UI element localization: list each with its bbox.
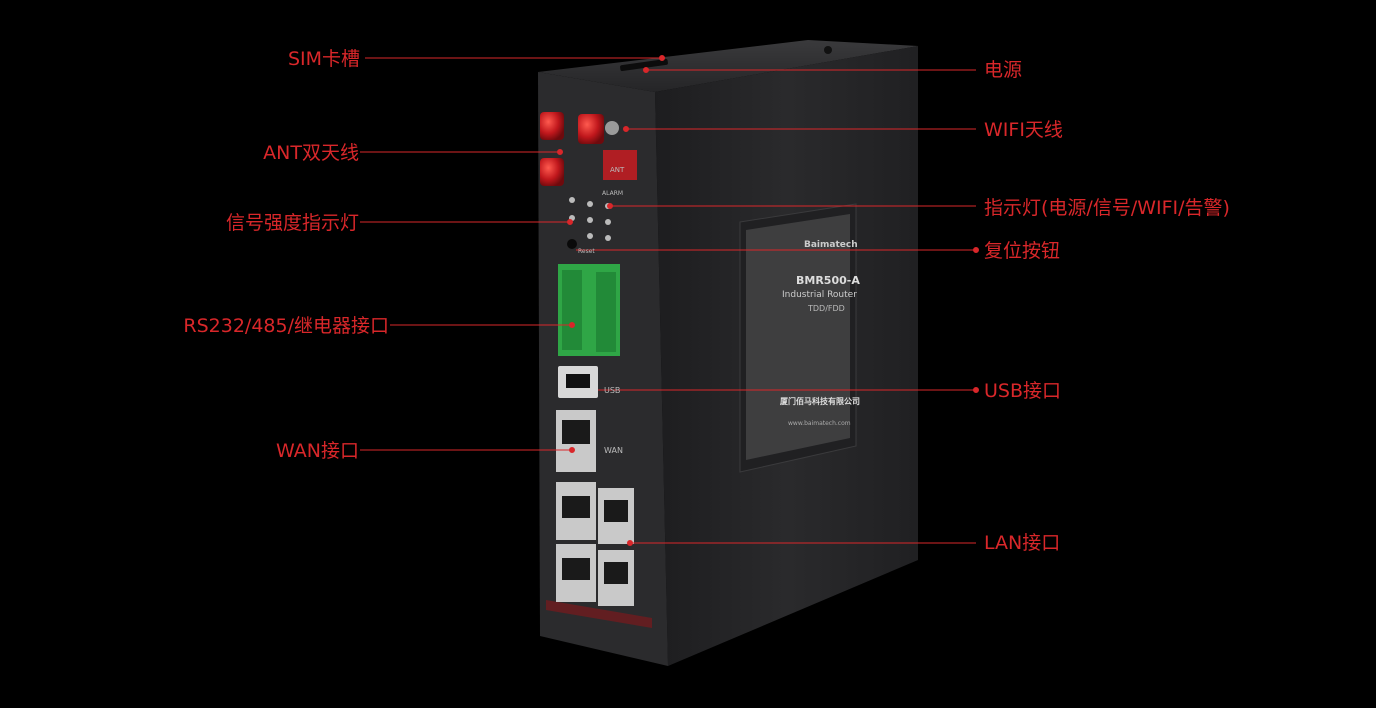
- callout-rs232: RS232/485/继电器接口: [183, 315, 389, 337]
- callout-wifi: WIFI天线: [984, 119, 1063, 141]
- callout-dot-ant: [557, 149, 563, 155]
- callout-dot-wifi: [623, 126, 629, 132]
- callout-dot-signal: [567, 219, 573, 225]
- callout-dot-reset: [973, 247, 979, 253]
- sticker-brand: Baimatech: [804, 240, 858, 250]
- callout-dot-wan: [569, 447, 575, 453]
- front-label-reset: Reset: [578, 248, 595, 255]
- callout-dot-sim: [659, 55, 665, 61]
- product-label-sticker: [739, 203, 857, 473]
- callout-dot-usb: [973, 387, 979, 393]
- callout-reset: 复位按钮: [984, 240, 1061, 262]
- terminal-block: [558, 264, 620, 356]
- callout-lan: LAN接口: [984, 532, 1061, 554]
- callout-wan: WAN接口: [276, 440, 359, 462]
- front-label-ant: ANT: [610, 166, 625, 174]
- callout-dot-lan: [627, 540, 633, 546]
- ant-antennas: [540, 112, 619, 186]
- sticker-company: 厦门佰马科技有限公司: [780, 397, 860, 406]
- sticker-type: Industrial Router: [782, 290, 857, 300]
- power-jack: [824, 46, 832, 54]
- front-label-usb: USB: [604, 386, 621, 395]
- front-accent-strip: [546, 600, 652, 628]
- sticker-website: www.baimatech.com: [788, 420, 851, 427]
- sim-slot: [620, 58, 668, 72]
- callout-dot-power: [643, 67, 649, 73]
- callout-ant: ANT双天线: [263, 142, 359, 164]
- callout-led: 指示灯(电源/信号/WIFI/告警): [984, 197, 1230, 219]
- front-label-wan: WAN: [604, 446, 623, 455]
- callout-sim: SIM卡槽: [287, 48, 360, 70]
- sticker-mode: TDD/FDD: [808, 304, 845, 313]
- callout-signal: 信号强度指示灯: [225, 212, 359, 234]
- callout-dot-led: [607, 203, 613, 209]
- callout-usb: USB接口: [984, 380, 1062, 402]
- device-top-face: [538, 40, 918, 92]
- callout-power: 电源: [984, 59, 1023, 81]
- callout-lines: [360, 55, 979, 546]
- callout-dot-rs232: [569, 322, 575, 328]
- reset-button: [567, 239, 577, 249]
- sticker-model: BMR500-A: [796, 274, 860, 287]
- front-logo-badge: [603, 150, 637, 180]
- front-label-alarm: ALARM: [602, 190, 624, 197]
